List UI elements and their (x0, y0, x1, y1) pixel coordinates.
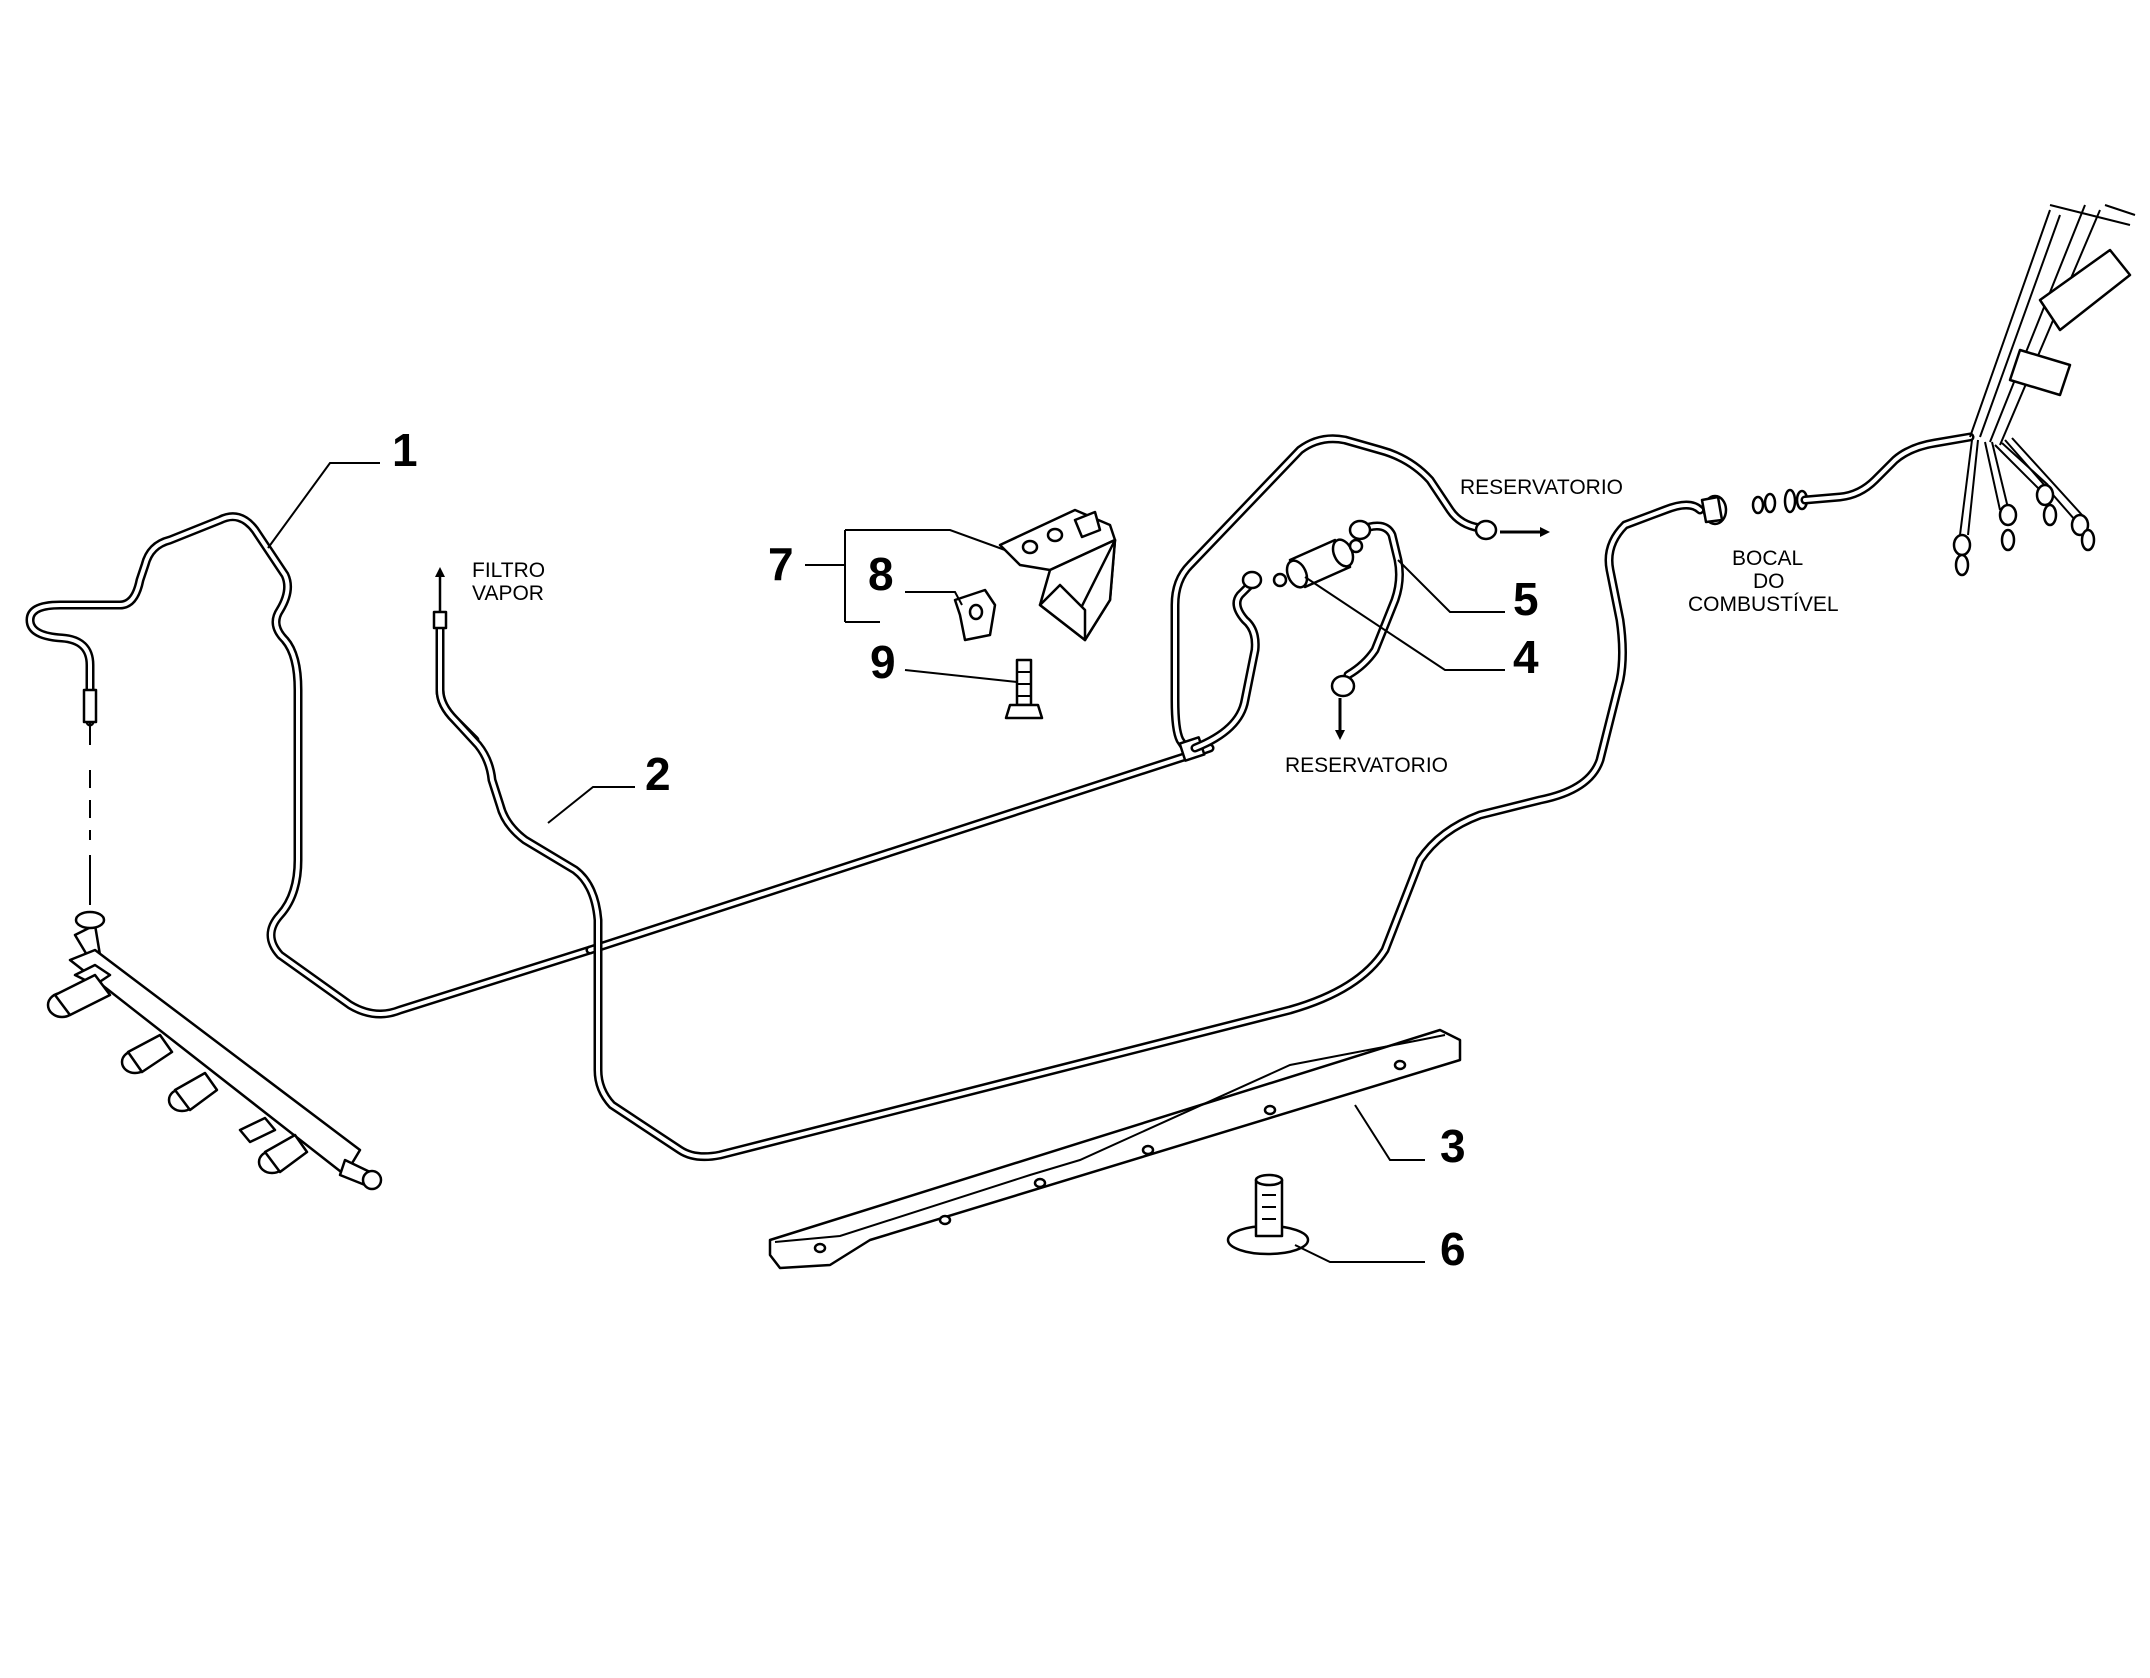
pipe-1-long (585, 743, 1215, 955)
label-filtro: FILTRO (472, 559, 545, 582)
callout-5: 5 (1513, 573, 1539, 625)
label-combustivel: COMBUSTÍVEL (1688, 593, 1839, 616)
label-vapor: VAPOR (472, 582, 544, 605)
fuel-rail-icon (46, 910, 383, 1191)
callout-8: 8 (868, 548, 894, 600)
label-bocal: BOCAL (1732, 547, 1803, 570)
pipe-1 (25, 512, 595, 1019)
pipe-5 (1330, 519, 1404, 740)
bolt-icon (1004, 658, 1044, 720)
pipe-filter-branch (1190, 570, 1263, 753)
callout-3: 3 (1440, 1120, 1466, 1172)
clip-icon (953, 588, 997, 642)
pipe-bocal (1700, 432, 1975, 526)
callout-1: 1 (392, 424, 418, 476)
fuel-filter-icon (1272, 538, 1364, 589)
label-reservatorio-top: RESERVATORIO (1460, 476, 1623, 499)
leader-lines (267, 462, 1505, 1263)
label-do: DO (1753, 570, 1785, 593)
callout-2: 2 (645, 748, 671, 800)
callout-4: 4 (1513, 631, 1539, 683)
filler-neck-hoses (1952, 204, 2136, 577)
bracket-icon (998, 508, 1117, 642)
callout-7: 7 (768, 538, 794, 590)
strip-icon (768, 1028, 1462, 1270)
callout-9: 9 (870, 636, 896, 688)
grommet-icon (1226, 1173, 1310, 1256)
label-reservatorio-bottom: RESERVATORIO (1285, 754, 1448, 777)
callout-6: 6 (1440, 1223, 1466, 1275)
pipe-2 (432, 500, 1705, 1162)
